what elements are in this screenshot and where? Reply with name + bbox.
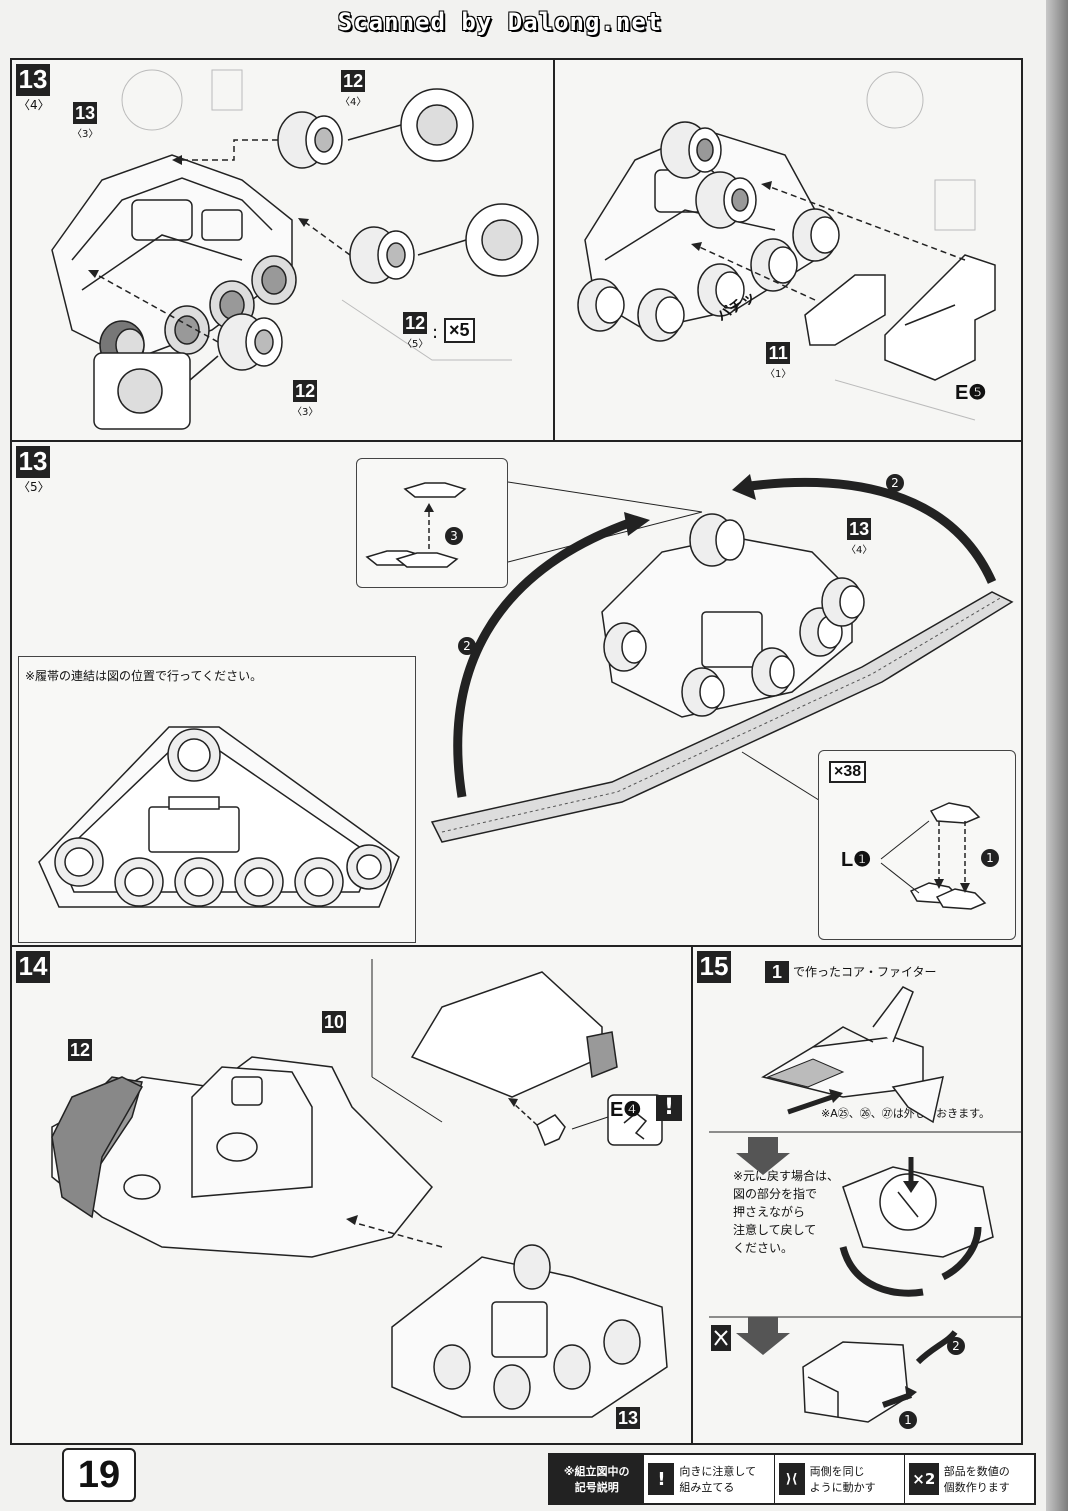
legend-item-quantity: ×2 部品を数値の 個数作ります xyxy=(903,1455,1034,1503)
ref-step-12-3: 12 〈3〉 xyxy=(292,380,319,418)
panel-step-15: 15 1 で作ったコア・ファイター ※A㉕、㉖、㉗は外しておきます。 ※元に戻す… xyxy=(691,945,1023,1445)
order-3-marker: 3 xyxy=(445,527,463,545)
note-remove-parts: ※A㉕、㉖、㉗は外しておきます。 xyxy=(821,1107,990,1120)
symbol-legend: ※組立図中の 記号説明 ! 向きに注意して 組み立てる ⟩⟨ 両側を同じ ように… xyxy=(548,1453,1036,1505)
panel-step-14: 14 xyxy=(10,945,693,1445)
ref-step-13-3: 13 〈3〉 xyxy=(72,102,99,140)
inset-track-links-x38: ×38 L❶ 1 xyxy=(818,750,1016,940)
part-label-e5: E❺ xyxy=(955,382,987,404)
part-label-l1: L❶ xyxy=(841,849,872,871)
ref-step-10: 10 xyxy=(322,1011,346,1033)
inset-track-connection: ※履帯の連結は図の位置で行ってください。 xyxy=(18,656,416,943)
quantity-icon: ×2 xyxy=(908,1463,939,1495)
part-label-e4: E❹ xyxy=(610,1099,642,1121)
ref-step-1: 1 xyxy=(765,961,789,983)
step-stage: 〈4〉 xyxy=(18,98,50,112)
ref-step-13: 13 xyxy=(616,1407,640,1429)
step-number: 15 xyxy=(697,951,731,983)
panel-step-13-4-wheels: 13 〈4〉 xyxy=(10,58,555,442)
step-number: 13 xyxy=(16,446,50,478)
legend-item-orientation: ! 向きに注意して 組み立てる xyxy=(643,1455,773,1503)
orientation-warning-icon: ! xyxy=(656,1095,682,1121)
inset-link-detail: 3 xyxy=(356,458,508,588)
quantity-x38: ×38 xyxy=(829,761,867,783)
note-return-instructions: ※元に戻す場合は、 図の部分を指で 押さえながら 注意して戻して ください。 xyxy=(733,1169,840,1255)
track-link-illustration xyxy=(880,802,987,910)
link-detail-illustration xyxy=(365,482,467,568)
scan-edge xyxy=(1046,0,1068,1511)
ref-step-12-4: 12 〈4〉 xyxy=(340,70,367,108)
manual-page: Scanned by Dalong.net 13 〈4〉 xyxy=(0,0,1046,1511)
step-14-illustration xyxy=(51,959,668,1418)
track-wrap-illustration xyxy=(430,474,1014,843)
ref-step-11-1: 11 〈1〉 xyxy=(765,342,792,380)
armor-assembly-illustration xyxy=(577,71,996,421)
order-2-marker: 2 xyxy=(947,1337,965,1355)
ref-step-12: 12 xyxy=(68,1039,92,1061)
ref-step-12-5: 12 〈5〉 xyxy=(402,312,429,350)
legend-heading: ※組立図中の 記号説明 xyxy=(550,1455,644,1503)
core-fighter-illustration xyxy=(709,986,1021,1423)
panel-step-13-4-armor: パチッ 11 〈1〉 E❺ xyxy=(553,58,1023,442)
step-stage: 〈5〉 xyxy=(18,480,50,494)
ref-step-13-4: 13 〈4〉 xyxy=(846,518,873,556)
panel-step-13-5-tracks: 13 〈5〉 ※履帯の連結は図の位置で行ってください。 xyxy=(10,440,1023,947)
track-loop-illustration xyxy=(38,726,400,908)
wheel-assembly-illustration xyxy=(51,69,539,430)
page-number: 19 xyxy=(62,1448,136,1502)
track-connection-note: ※履帯の連結は図の位置で行ってください。 xyxy=(25,669,263,683)
order-2-marker-left: 2 xyxy=(458,637,476,655)
quantity-x5: ×5 xyxy=(444,318,475,343)
step-number: 14 xyxy=(16,951,50,983)
warning-icon: ! xyxy=(648,1463,675,1495)
order-1-marker: 1 xyxy=(899,1411,917,1429)
times-colon: : xyxy=(432,322,439,343)
both-sides-icon: ⟩⟨ xyxy=(778,1463,805,1495)
order-1-marker: 1 xyxy=(981,849,999,867)
order-2-marker-right: 2 xyxy=(886,474,904,492)
core-fighter-caption: で作ったコア・ファイター xyxy=(793,965,937,979)
step-number: 13 xyxy=(16,64,50,96)
watermark: Scanned by Dalong.net xyxy=(337,8,663,36)
legend-item-both-sides: ⟩⟨ 両側を同じ ように動かす xyxy=(773,1455,904,1503)
